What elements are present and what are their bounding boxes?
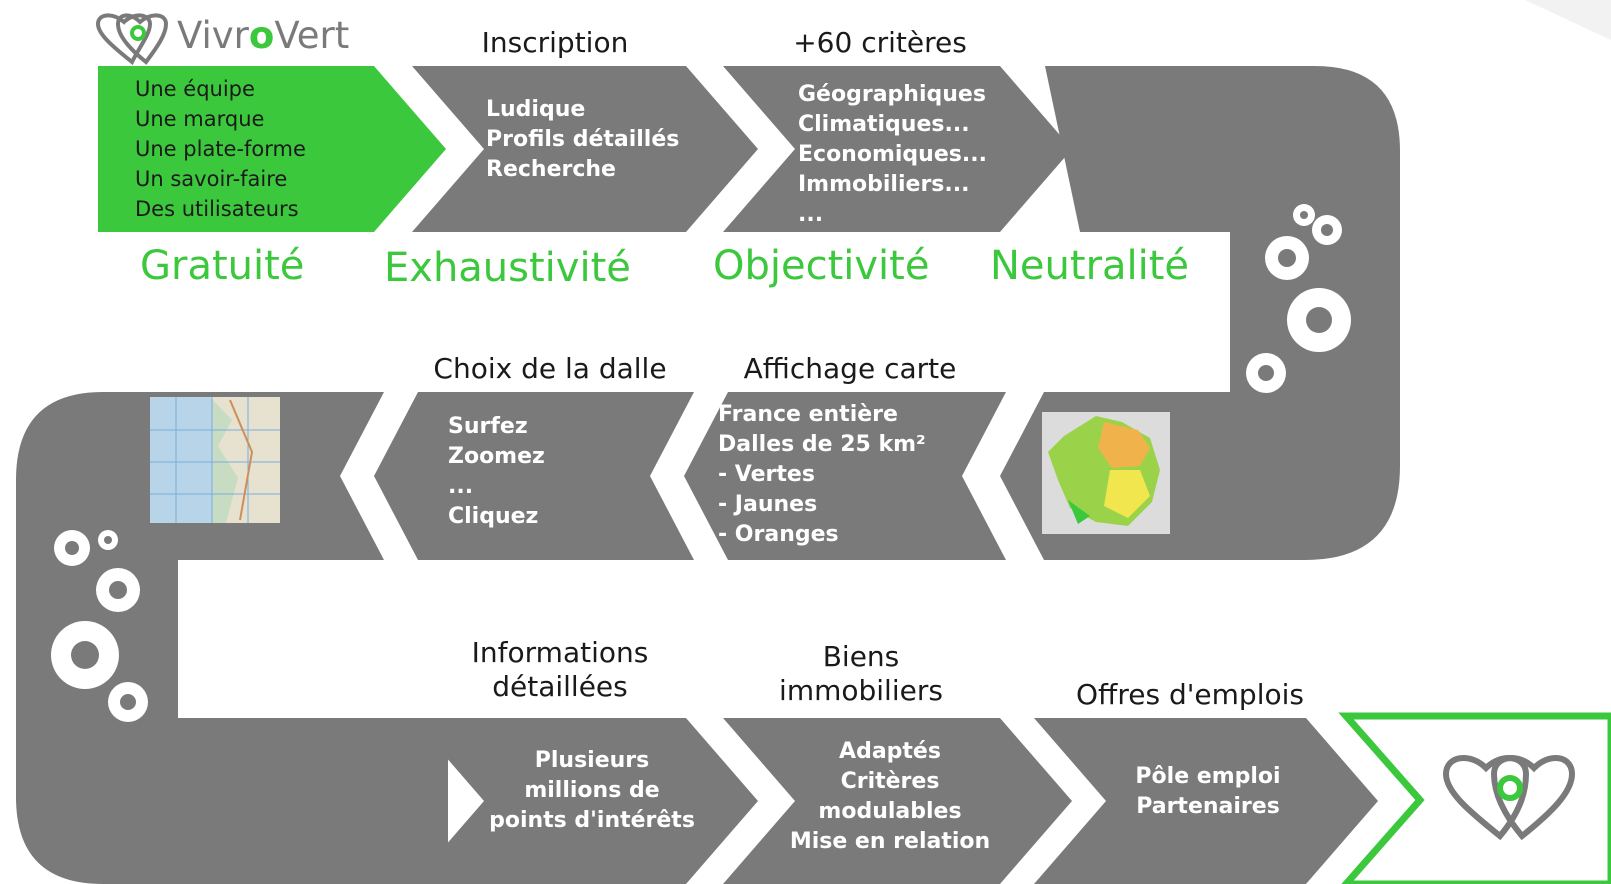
brand-name-o: o [248,14,275,57]
brand-name-part1: Vivr [177,14,249,57]
row1-step3-line: Climatiques... [798,112,970,137]
row1-step3-line: Economiques... [798,142,987,167]
row1-step3-line: Immobiliers... [798,172,970,197]
serpentine-band [16,66,1400,884]
row3-step1-text: Plusieurs millions de points d'intérêts [462,746,722,836]
row2-step2-line: Cliquez [448,504,539,529]
row2-separator-3 [340,392,418,560]
row1-step1-line: Une plate-forme [135,137,306,161]
corner-swoosh [1525,0,1611,40]
row3-step1-line: Plusieurs [534,748,650,773]
row3-step3-caption: Offres d'emplois [1040,678,1340,712]
double-heart-pin-icon [1442,755,1576,841]
zoomed-tile-map-image [150,397,280,523]
row2-step1-text: France entière Dalles de 25 km² - Vertes… [718,400,926,550]
brand-logo: VivroVert [177,14,349,58]
row2-step1-line: - Jaunes [718,492,818,517]
row3-step1-line: points d'intérêts [489,808,695,833]
france-map-image [1042,412,1170,534]
row2-step2-text: Surfez Zoomez ... Cliquez [448,412,545,532]
row1-step1-line: Une marque [135,107,265,131]
row3-end-chevron [1338,712,1611,884]
row1-step1-text: Une équipe Une marque Une plate-forme Un… [135,74,306,224]
row3-step2-line: Adaptés [839,739,941,764]
value-exhaustivite: Exhaustivité [384,245,631,291]
row3-step1-caption-line: Informations [471,636,649,669]
row1-step1-line: Un savoir-faire [135,167,288,191]
row1-step2-text: Ludique Profils détaillés Recherche [486,95,679,185]
row2-separator-1 [962,392,1044,560]
row3-chevron-2 [723,718,1072,884]
row2-step1-caption: Affichage carte [743,352,957,385]
row1-step2-line: Recherche [486,157,616,182]
row3-chevron-1 [412,718,758,884]
brand-name-part2: Vert [274,14,350,57]
row1-step2-caption: Inscription [481,26,629,59]
row3-step2-caption-line: Biens [822,640,900,673]
row3-step3-line: Partenaires [1136,794,1280,819]
row3-chevron-3 [1034,718,1378,884]
value-gratuite: Gratuité [140,243,305,289]
row3-step3-text: Pôle emploi Partenaires [1108,762,1308,822]
value-neutralite: Neutralité [990,243,1190,289]
row2-separator-2 [650,392,728,560]
row3-step1-caption: Informations détaillées [420,636,700,704]
row3-step1-line: millions de [524,778,660,803]
row2-step2-caption: Choix de la dalle [433,352,667,385]
row1-chevron-2 [412,66,758,232]
row3-step2-text: Adaptés Critères modulables Mise en rela… [770,737,1010,857]
row1-step3-line: Géographiques [798,82,986,107]
row3-step1-caption-line: détaillées [492,670,628,703]
row3-step3-caption-line: Offres d'emplois [1076,678,1304,711]
row2-step1-line: France entière [718,402,898,427]
row2-step1-line: Dalles de 25 km² [718,432,926,457]
row1-step2-line: Profils détaillés [486,127,680,152]
row1-step2-line: Ludique [486,97,586,122]
value-objectivite: Objectivité [713,243,930,289]
row1-chevron-3 [723,66,1072,232]
row1-step3-text: Géographiques Climatiques... Economiques… [798,80,987,230]
row1-step1-line: Une équipe [135,77,255,101]
row2-step2-line: ... [448,474,474,499]
row2-step1-line: - Oranges [718,522,839,547]
row3-step2-caption: Biens immobiliers [746,640,976,708]
row1-step3-line: ... [798,202,824,227]
row3-step2-line: modulables [818,799,962,824]
row2-step2-line: Zoomez [448,444,545,469]
row3-step2-line: Mise en relation [789,829,991,854]
row1-step1-line: Des utilisateurs [135,197,299,221]
row3-step3-line: Pôle emploi [1135,764,1281,789]
heart-pin-logo-icon [95,13,169,66]
row1-step3-caption: +60 critères [793,26,967,59]
row3-step2-line: Critères [840,769,940,794]
row2-step2-line: Surfez [448,414,528,439]
row3-step2-caption-line: immobiliers [779,674,943,707]
gears-left-icon [51,530,148,722]
row2-step1-line: - Vertes [718,462,815,487]
row1-first-chevron [98,66,446,232]
gears-right-icon [1246,204,1351,393]
